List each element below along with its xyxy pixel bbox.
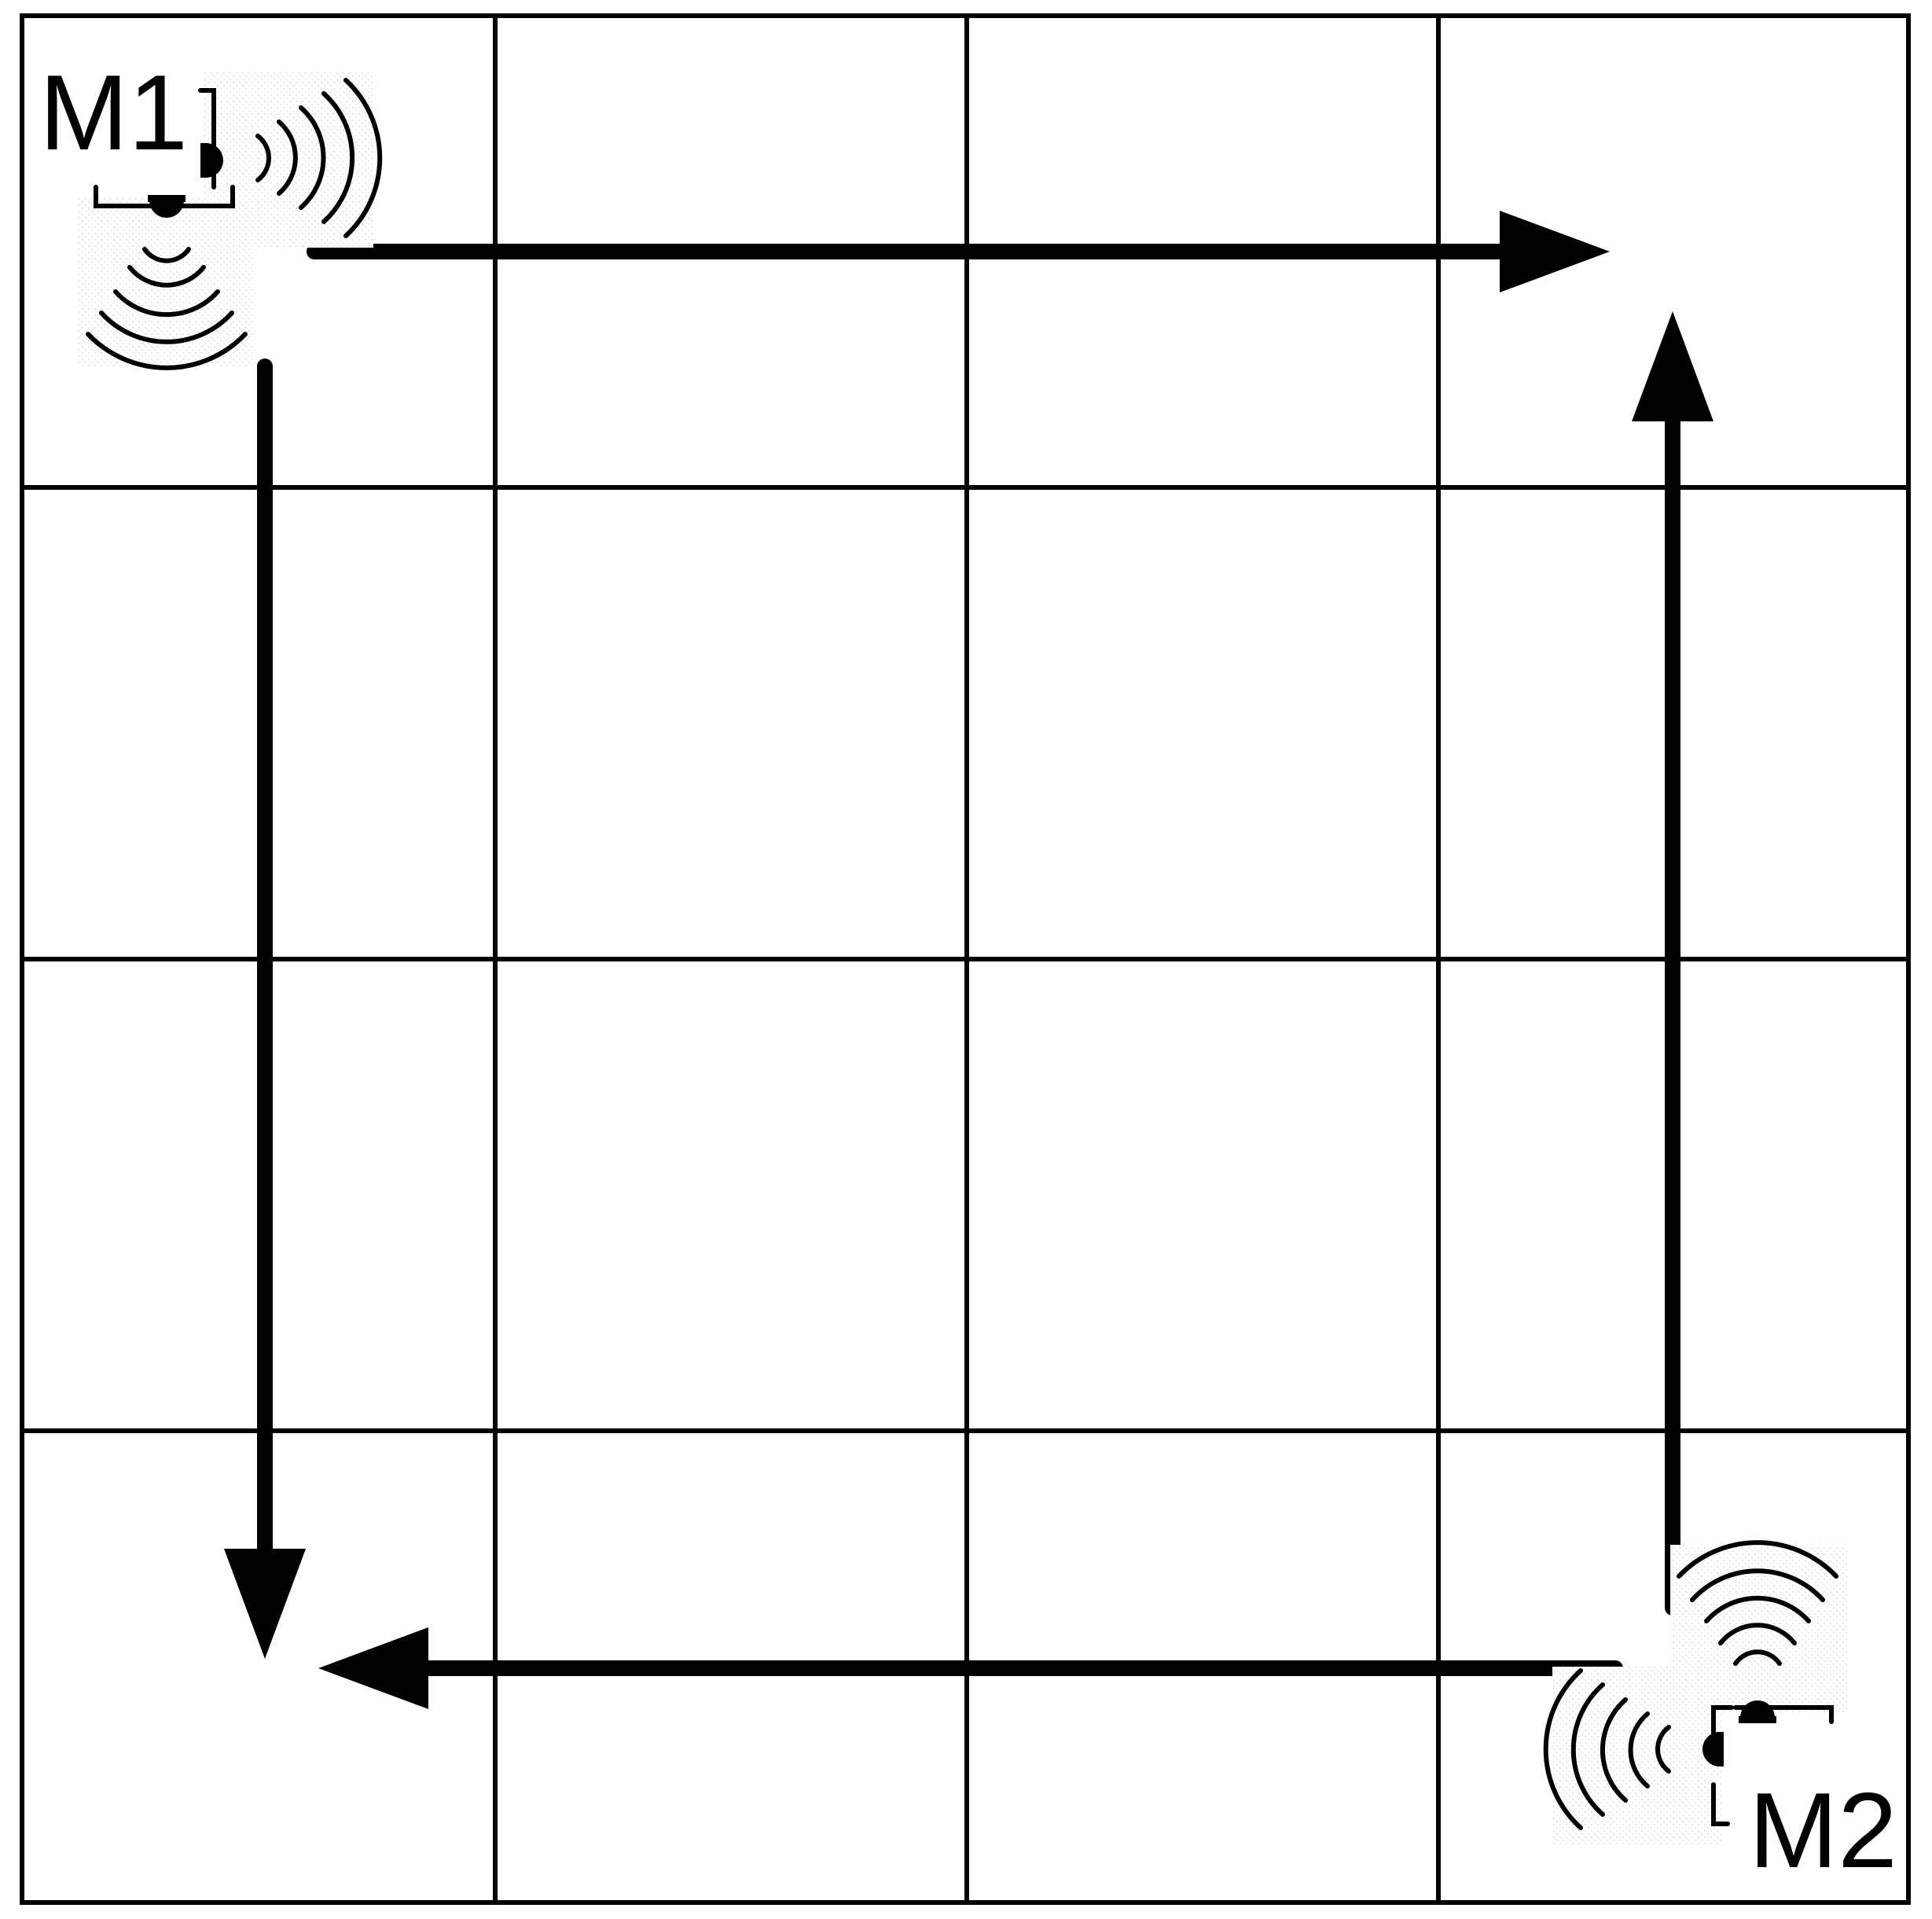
arrow-left-down [224,358,306,1659]
label-m1: M1 [39,53,188,172]
arrow-bottom-left [318,1627,1623,1709]
label-m2: M2 [1749,1770,1897,1890]
movement-arrows [224,211,1713,1709]
grid [20,13,1911,1905]
wireless-sensor-icon [86,78,383,370]
arrow-top-right [307,211,1610,292]
m2-hatch-left [1552,1667,1721,1844]
m1-hatch-bottom [79,197,255,366]
machine-m2: M2 [1543,1540,1897,1890]
arrow-right-up [1632,311,1713,1616]
machine-m1: M1 [39,53,383,370]
wireless-sensor-icon [1543,1540,1838,1830]
